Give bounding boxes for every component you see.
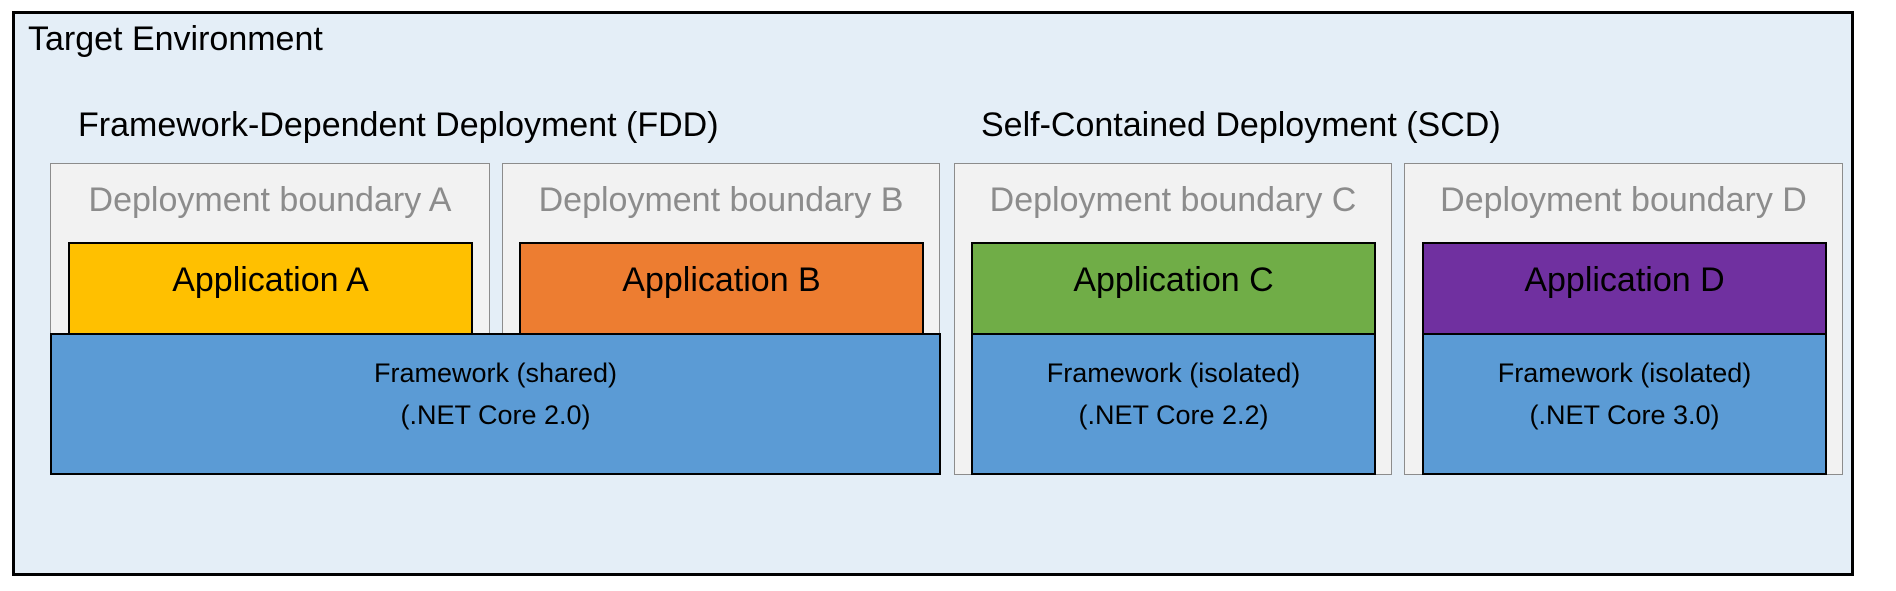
scd-title: Self-Contained Deployment (SCD) <box>981 106 1501 144</box>
framework-shared-name: Framework (shared) <box>373 358 618 388</box>
framework-shared-version: (.NET Core 2.0) <box>400 400 591 430</box>
framework-d-version: (.NET Core 3.0) <box>1529 400 1720 430</box>
framework-c-name: Framework (isolated) <box>1046 358 1301 388</box>
application-c-label: Application C <box>1073 261 1274 299</box>
deployment-boundary-a-label: Deployment boundary A <box>88 181 452 219</box>
application-b-label: Application B <box>622 261 821 299</box>
target-environment-title: Target Environment <box>28 20 323 58</box>
fdd-title: Framework-Dependent Deployment (FDD) <box>78 106 719 144</box>
framework-isolated-d: Framework (isolated) (.NET Core 3.0) <box>1422 333 1827 475</box>
framework-d-name: Framework (isolated) <box>1497 358 1752 388</box>
deployment-boundary-d-label: Deployment boundary D <box>1440 181 1807 219</box>
application-d: Application D <box>1422 242 1827 335</box>
application-a-label: Application A <box>172 261 369 299</box>
deployment-boundary-c-label: Deployment boundary C <box>989 181 1357 219</box>
application-d-label: Application D <box>1524 261 1725 299</box>
framework-isolated-c: Framework (isolated) (.NET Core 2.2) <box>971 333 1376 475</box>
application-a: Application A <box>68 242 473 335</box>
framework-c-version: (.NET Core 2.2) <box>1078 400 1269 430</box>
framework-shared: Framework (shared) (.NET Core 2.0) <box>50 333 941 475</box>
application-b: Application B <box>519 242 924 335</box>
application-c: Application C <box>971 242 1376 335</box>
deployment-boundary-b-label: Deployment boundary B <box>538 181 904 219</box>
